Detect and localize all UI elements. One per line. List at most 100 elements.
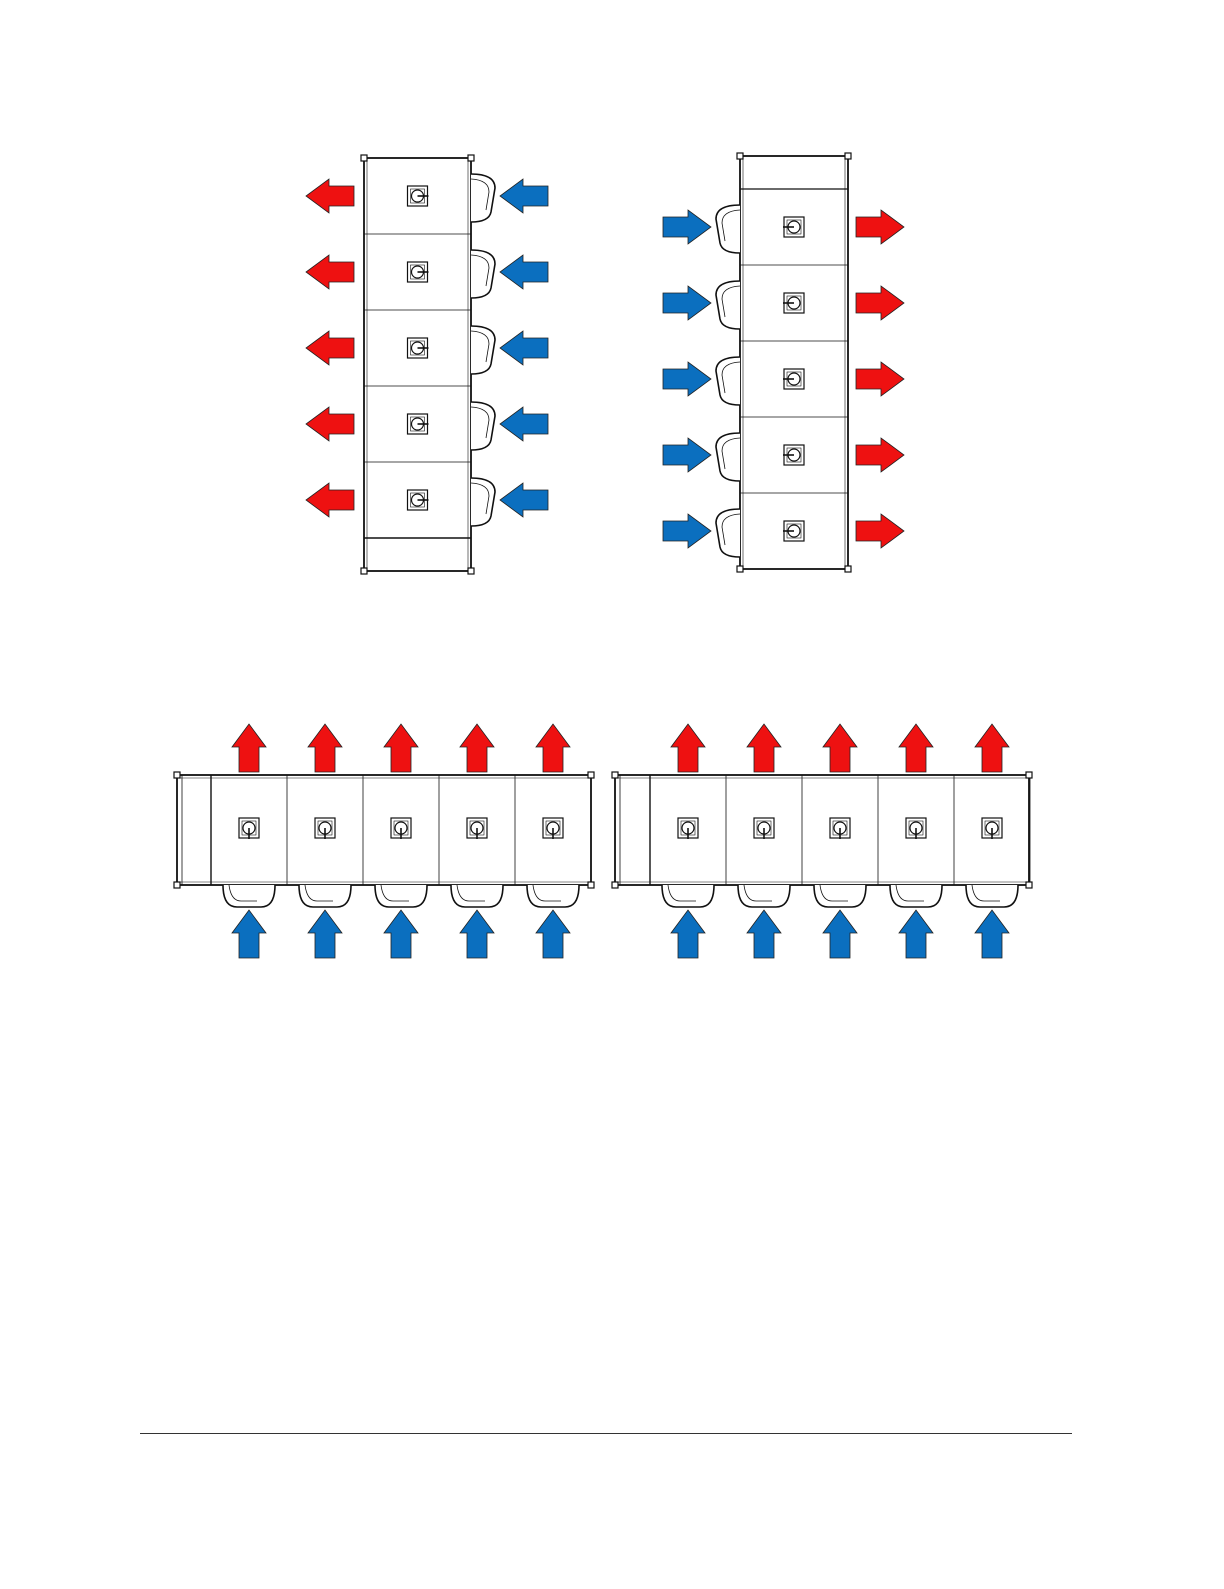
control-dial-icon — [678, 818, 698, 839]
cool-air-arrow-icon — [500, 331, 548, 365]
hot-air-arrow-icon — [823, 724, 857, 772]
intake-hood — [471, 402, 495, 450]
left-vertical-row — [306, 155, 548, 574]
corner-bracket — [361, 568, 367, 574]
cool-air-arrow-icon — [384, 910, 418, 958]
hot-air-arrow-icon — [856, 286, 904, 320]
hot-air-arrow-icon — [536, 724, 570, 772]
cool-air-arrow-icon — [663, 286, 711, 320]
corner-bracket — [845, 153, 851, 159]
corner-bracket — [1026, 882, 1032, 888]
right-horizontal-row — [612, 724, 1032, 958]
cool-air-arrow-icon — [747, 910, 781, 958]
hot-air-arrow-icon — [306, 255, 354, 289]
control-dial-icon — [543, 818, 563, 839]
hot-air-arrow-icon — [856, 514, 904, 548]
cool-air-arrow-icon — [500, 483, 548, 517]
corner-bracket — [468, 568, 474, 574]
control-dial-icon — [783, 293, 804, 313]
cool-air-arrow-icon — [975, 910, 1009, 958]
hot-air-arrow-icon — [671, 724, 705, 772]
cool-air-arrow-icon — [663, 438, 711, 472]
hot-air-arrow-icon — [308, 724, 342, 772]
control-dial-icon — [783, 445, 804, 465]
cool-air-arrow-icon — [663, 514, 711, 548]
control-dial-icon — [315, 818, 335, 839]
control-dial-icon — [783, 521, 804, 541]
control-dial-icon — [906, 818, 926, 839]
intake-hood — [716, 205, 740, 253]
hot-air-arrow-icon — [384, 724, 418, 772]
intake-hood — [662, 885, 714, 907]
control-dial-icon — [239, 818, 259, 839]
intake-hood — [814, 885, 866, 907]
hot-air-arrow-icon — [460, 724, 494, 772]
intake-hood — [716, 509, 740, 557]
corner-bracket — [737, 566, 743, 572]
control-dial-icon — [391, 818, 411, 839]
corner-bracket — [361, 155, 367, 161]
hot-air-arrow-icon — [306, 407, 354, 441]
cabinet-frame — [615, 775, 1029, 885]
hot-air-arrow-icon — [232, 724, 266, 772]
control-dial-icon — [408, 338, 429, 358]
corner-bracket — [737, 153, 743, 159]
cool-air-arrow-icon — [500, 179, 548, 213]
hot-air-arrow-icon — [856, 210, 904, 244]
hot-air-arrow-icon — [856, 438, 904, 472]
intake-hood — [527, 885, 579, 907]
hot-air-arrow-icon — [306, 179, 354, 213]
intake-hood — [471, 478, 495, 526]
intake-hood — [716, 281, 740, 329]
intake-hood — [223, 885, 275, 907]
cool-air-arrow-icon — [671, 910, 705, 958]
control-dial-icon — [408, 186, 429, 206]
left-horizontal-row — [174, 724, 594, 958]
cool-air-arrow-icon — [823, 910, 857, 958]
intake-hood — [716, 433, 740, 481]
intake-hood — [299, 885, 351, 907]
cool-air-arrow-icon — [663, 362, 711, 396]
intake-hood — [890, 885, 942, 907]
corner-bracket — [174, 772, 180, 778]
control-dial-icon — [754, 818, 774, 839]
corner-bracket — [588, 882, 594, 888]
intake-hood — [451, 885, 503, 907]
hot-air-arrow-icon — [975, 724, 1009, 772]
control-dial-icon — [830, 818, 850, 839]
cool-air-arrow-icon — [308, 910, 342, 958]
cool-air-arrow-icon — [536, 910, 570, 958]
corner-bracket — [174, 882, 180, 888]
intake-hood — [716, 357, 740, 405]
hot-air-arrow-icon — [306, 483, 354, 517]
cool-air-arrow-icon — [899, 910, 933, 958]
intake-hood — [471, 250, 495, 298]
control-dial-icon — [408, 262, 429, 282]
control-dial-icon — [408, 490, 429, 510]
intake-hood — [471, 326, 495, 374]
hot-air-arrow-icon — [899, 724, 933, 772]
control-dial-icon — [783, 369, 804, 389]
corner-bracket — [588, 772, 594, 778]
intake-hood — [966, 885, 1018, 907]
footer-rule — [140, 1433, 1072, 1434]
intake-hood — [471, 174, 495, 222]
corner-bracket — [612, 772, 618, 778]
cool-air-arrow-icon — [500, 407, 548, 441]
control-dial-icon — [982, 818, 1002, 839]
intake-hood — [375, 885, 427, 907]
control-dial-icon — [783, 217, 804, 237]
hot-air-arrow-icon — [856, 362, 904, 396]
right-vertical-row — [663, 153, 904, 572]
hot-air-arrow-icon — [747, 724, 781, 772]
cool-air-arrow-icon — [500, 255, 548, 289]
cool-air-arrow-icon — [663, 210, 711, 244]
corner-bracket — [1026, 772, 1032, 778]
hot-air-arrow-icon — [306, 331, 354, 365]
corner-bracket — [612, 882, 618, 888]
cool-air-arrow-icon — [232, 910, 266, 958]
cool-air-arrow-icon — [460, 910, 494, 958]
corner-bracket — [468, 155, 474, 161]
